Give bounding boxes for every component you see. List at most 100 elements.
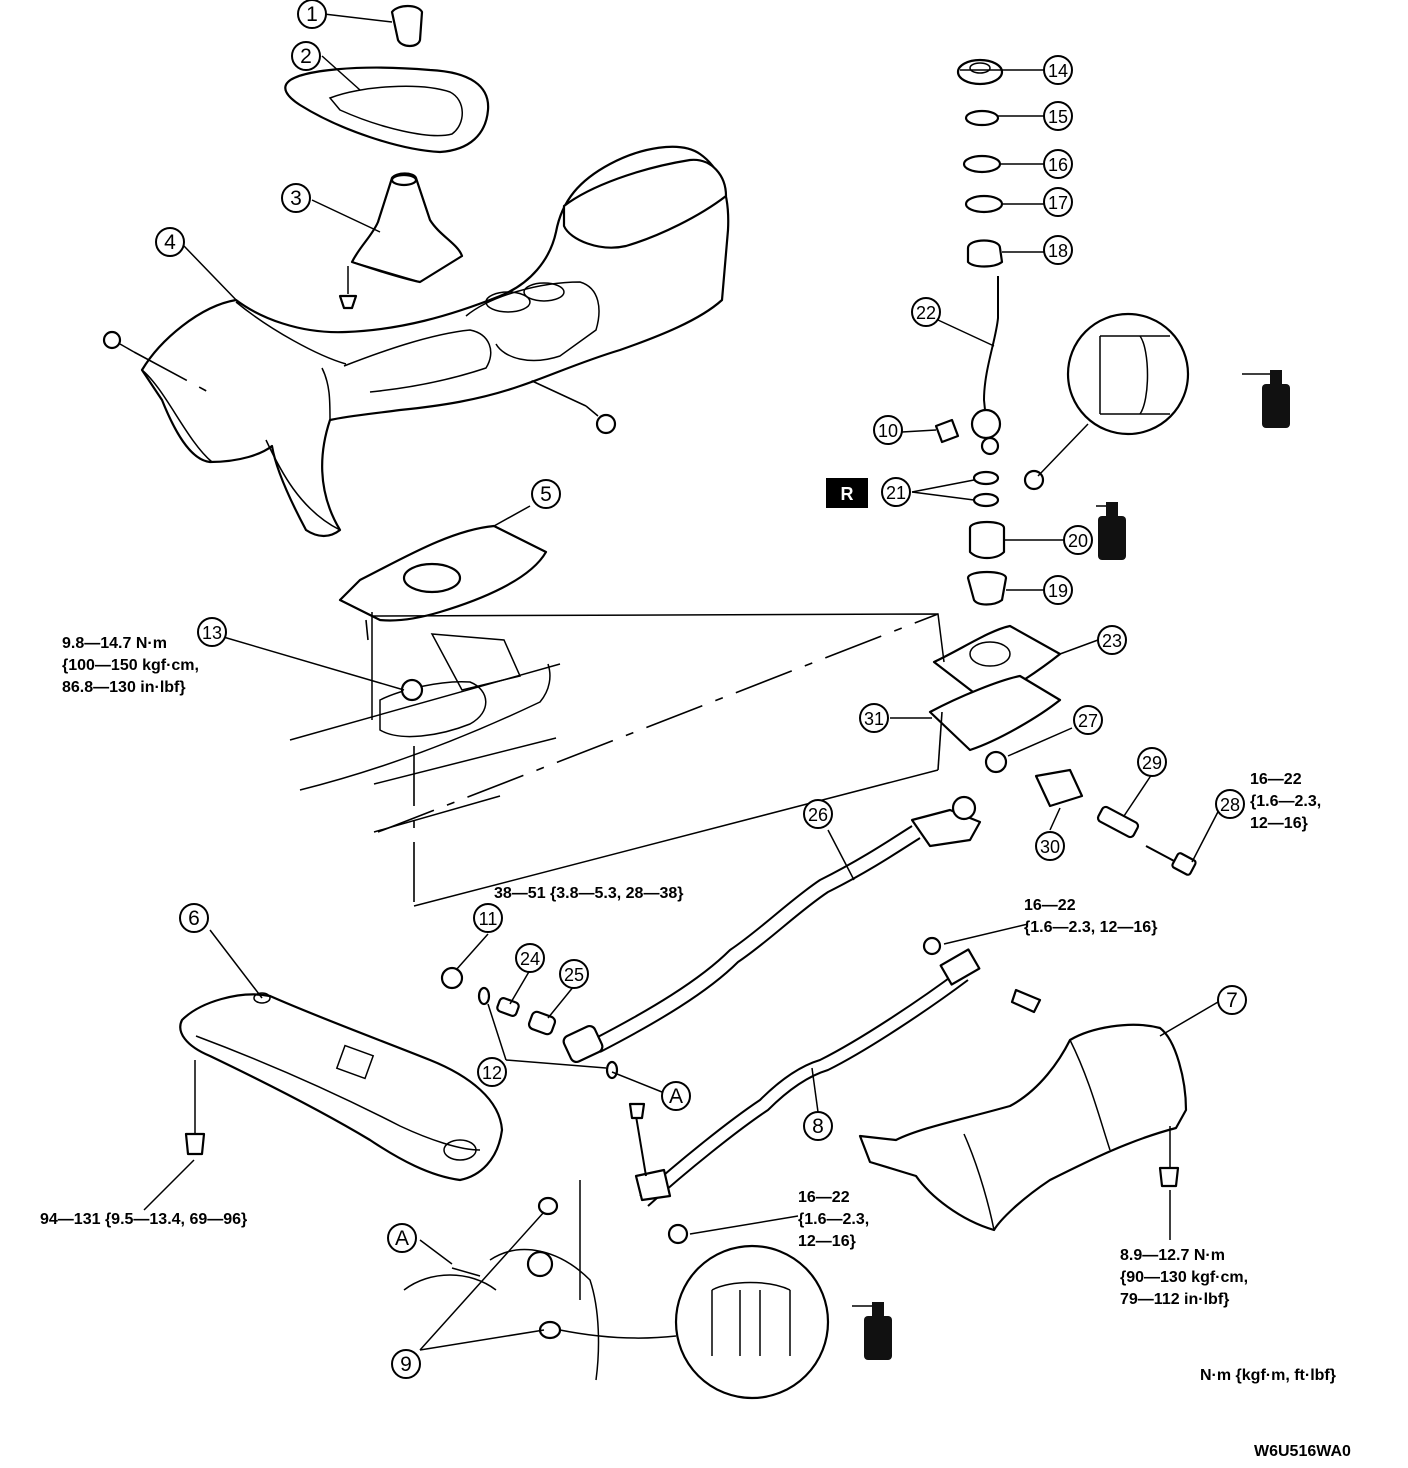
crossmember <box>179 992 504 1182</box>
callout-circle <box>1215 789 1245 819</box>
callout-24: 24 <box>515 943 545 973</box>
callout-number: 6 <box>188 907 200 930</box>
callout-19: 19 <box>1043 575 1073 605</box>
washer-12 <box>477 986 619 1080</box>
callout-circle <box>873 415 903 445</box>
callout-circle <box>881 477 911 507</box>
shift-rod <box>639 936 1042 1207</box>
callout-circle <box>1097 625 1127 655</box>
torque-spec-bracket: 16—22 {1.6—2.3, 12—16} <box>1024 897 1157 936</box>
bushing-20 <box>968 520 1006 560</box>
shift-plate <box>338 524 548 622</box>
bush-18 <box>966 239 1004 268</box>
callout-3: 3 <box>281 183 311 213</box>
callout-number: 11 <box>479 909 498 929</box>
bracket-30 <box>1034 768 1084 808</box>
tunnel-cover <box>858 1023 1188 1232</box>
grease-can-bottom <box>852 1302 892 1360</box>
callout-18: 18 <box>1043 235 1073 265</box>
shift-lever-22 <box>970 276 1002 456</box>
callout-circle <box>1043 575 1073 605</box>
callout-22: 22 <box>911 297 941 327</box>
callout-10: 10 <box>873 415 903 445</box>
callout-number: 30 <box>1040 837 1060 857</box>
callout-16: 16 <box>1043 149 1073 179</box>
svg-text:94—131 {9.5—13.4, 69—96}: 94—131 {9.5—13.4, 69—96} <box>40 1211 247 1228</box>
callout-5: 5 <box>531 479 561 509</box>
callout-31: 31 <box>859 703 889 733</box>
callout-number: 12 <box>482 1063 502 1083</box>
callout-17: 17 <box>1043 187 1073 217</box>
callout-number: 27 <box>1078 711 1098 731</box>
callout-11: 11 <box>473 903 503 933</box>
boot-screw <box>338 266 358 310</box>
callout-a1: A <box>661 1081 691 1111</box>
callout-number: 16 <box>1048 155 1068 175</box>
svg-text:{100—150 kgf·cm,: {100—150 kgf·cm, <box>62 657 199 674</box>
callout-14: 14 <box>1043 55 1073 85</box>
callout-number: 19 <box>1048 581 1068 601</box>
callout-circle <box>1217 985 1247 1015</box>
extension-bar <box>562 795 982 1063</box>
callout-13: 13 <box>197 617 227 647</box>
shift-knob <box>390 4 424 48</box>
detail-circle-bottom <box>674 1244 830 1400</box>
svg-text:{1.6—2.3,: {1.6—2.3, <box>798 1211 869 1228</box>
callout-circle <box>477 1057 507 1087</box>
callout-number: 5 <box>540 483 552 506</box>
callout-circle <box>1043 149 1073 179</box>
callout-circle <box>391 1349 421 1379</box>
leader-lines <box>143 13 1223 1351</box>
nut-11 <box>440 966 464 990</box>
shift-boot <box>350 172 464 284</box>
svg-text:R: R <box>841 484 854 504</box>
callout-number: A <box>395 1227 409 1250</box>
svg-text:9.8—14.7 N·m: 9.8—14.7 N·m <box>62 635 167 652</box>
callout-15: 15 <box>1043 101 1073 131</box>
callout-circle <box>911 297 941 327</box>
console-screw-left <box>102 330 213 395</box>
crossmember-bolt <box>184 1060 206 1156</box>
svg-text:W6U516WA0: W6U516WA0 <box>1254 1443 1351 1460</box>
callout-12: 12 <box>477 1057 507 1087</box>
svg-text:12—16}: 12—16} <box>1250 815 1308 832</box>
callout-circle <box>803 799 833 829</box>
callout-circle <box>803 1111 833 1141</box>
callout-23: 23 <box>1097 625 1127 655</box>
callout-number: 1 <box>306 3 318 26</box>
housing-31 <box>928 674 1062 752</box>
torque-spec-center: 38—51 {3.8—5.3, 28—38} <box>494 885 683 902</box>
callout-8: 8 <box>803 1111 833 1141</box>
callout-number: 14 <box>1048 61 1068 81</box>
callout-9: 9 <box>391 1349 421 1379</box>
callout-27: 27 <box>1073 705 1103 735</box>
callout-number: 24 <box>520 949 540 969</box>
drawing-code: W6U516WA0 <box>1254 1443 1351 1460</box>
torque-spec-6: 94—131 {9.5—13.4, 69—96} <box>40 1211 247 1228</box>
callout-number: 21 <box>886 483 906 503</box>
callout-circle <box>473 903 503 933</box>
callout-circle <box>1043 187 1073 217</box>
callout-number: 22 <box>916 303 936 323</box>
ring-17 <box>964 194 1004 214</box>
callout-20: 20 <box>1063 525 1093 555</box>
svg-text:16—22: 16—22 <box>798 1189 850 1206</box>
center-console <box>140 145 730 538</box>
callout-circle <box>531 479 561 509</box>
svg-text:38—51 {3.8—5.3, 28—38}: 38—51 {3.8—5.3, 28—38} <box>494 885 683 902</box>
grease-can-mid <box>1096 502 1126 560</box>
callout-7: 7 <box>1217 985 1247 1015</box>
callout-circle <box>1043 235 1073 265</box>
callout-circle <box>291 41 321 71</box>
nut-10 <box>934 418 960 444</box>
torque-spec-13: 9.8—14.7 N·m {100—150 kgf·cm, 86.8—130 i… <box>62 635 199 696</box>
callout-number: 7 <box>1226 989 1238 1012</box>
console-screw-right <box>529 379 617 435</box>
svg-text:12—16}: 12—16} <box>798 1233 856 1250</box>
callout-circle <box>1063 525 1093 555</box>
bushing-19 <box>966 570 1008 606</box>
callout-circle <box>1137 747 1167 777</box>
svg-text:{1.6—2.3, 12—16}: {1.6—2.3, 12—16} <box>1024 919 1157 936</box>
shift-bezel <box>284 66 490 154</box>
replace-marker: R <box>826 478 868 508</box>
